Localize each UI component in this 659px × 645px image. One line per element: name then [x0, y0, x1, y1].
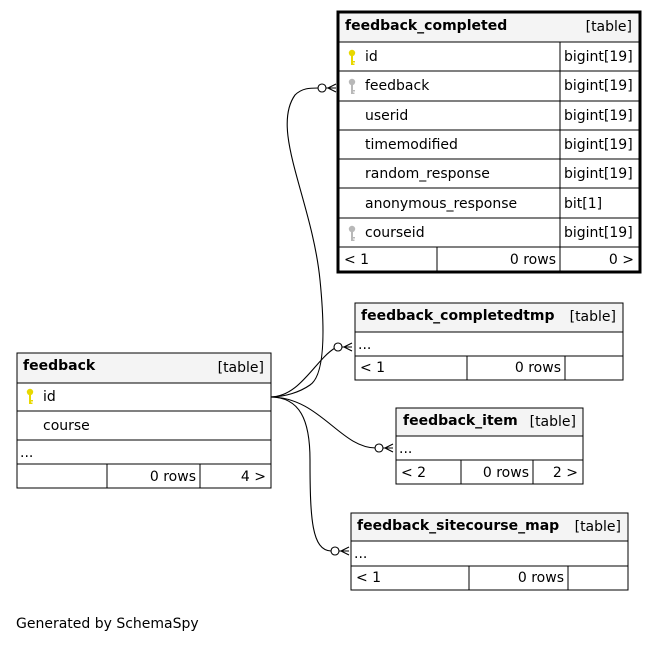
table-type-label: [table]: [530, 414, 576, 430]
table-header: [17, 353, 271, 383]
column-type: bit[1]: [564, 196, 602, 212]
generated-by-footer: Generated by SchemaSpy: [16, 616, 199, 632]
children-count: 0 >: [609, 252, 634, 268]
column-name: random_response: [365, 166, 490, 182]
column-name: courseid: [365, 225, 425, 241]
parents-count: < 1: [344, 252, 369, 268]
row-count: 0 rows: [515, 360, 561, 376]
relationships: [269, 83, 394, 556]
columns-ellipsis: ...: [358, 337, 371, 353]
children-count: 2 >: [553, 465, 578, 481]
parents-count: < 2: [401, 465, 426, 481]
table-header: [396, 408, 583, 436]
relation-feedback-to-feedback-completed[interactable]: [269, 83, 337, 398]
children-count: 4 >: [241, 469, 266, 485]
row-count: 0 rows: [483, 465, 529, 481]
table-type-label: [table]: [575, 519, 621, 535]
table-header: [355, 303, 623, 332]
table-feedback[interactable]: feedback [table] id course ... 0 rows 4 …: [16, 352, 272, 489]
table-type-label: [table]: [570, 309, 616, 325]
column-type: bigint[19]: [564, 225, 633, 241]
columns-ellipsis: ...: [354, 546, 367, 562]
parents-count: < 1: [360, 360, 385, 376]
column-name: course: [43, 418, 90, 434]
table-title: feedback_sitecourse_map: [357, 518, 559, 534]
columns-ellipsis: ...: [20, 445, 33, 461]
column-name: feedback: [365, 78, 430, 94]
relation-feedback-to-feedback-sitecourse-map[interactable]: [269, 396, 350, 556]
column-name: anonymous_response: [365, 196, 517, 212]
table-feedback-completedtmp[interactable]: feedback_completedtmp [table] ... < 1 0 …: [354, 302, 624, 381]
columns-ellipsis: ...: [399, 441, 412, 457]
table-title: feedback_completedtmp: [361, 308, 555, 324]
column-type: bigint[19]: [564, 49, 633, 65]
column-type: bigint[19]: [564, 78, 633, 94]
table-type-label: [table]: [218, 360, 264, 376]
table-feedback-item[interactable]: feedback_item [table] ... < 2 0 rows 2 >: [395, 407, 584, 485]
table-header: [339, 13, 639, 42]
column-name: userid: [365, 108, 408, 124]
relation-feedback-to-feedback-completedtmp[interactable]: [269, 342, 353, 398]
column-name: id: [365, 49, 378, 65]
table-feedback-completed[interactable]: feedback_completed [table] id bigint[19]…: [336, 10, 642, 274]
table-title: feedback: [23, 358, 96, 374]
table-type-label: [table]: [586, 19, 632, 35]
row-count: 0 rows: [518, 570, 564, 586]
table-title: feedback_item: [403, 413, 518, 429]
column-type: bigint[19]: [564, 166, 633, 182]
table-title: feedback_completed: [345, 18, 507, 34]
column-type: bigint[19]: [564, 137, 633, 153]
relation-feedback-to-feedback-item[interactable]: [269, 396, 394, 453]
row-count: 0 rows: [150, 469, 196, 485]
table-feedback-sitecourse-map[interactable]: feedback_sitecourse_map [table] ... < 1 …: [350, 512, 629, 591]
parents-count: < 1: [356, 570, 381, 586]
column-name: id: [43, 389, 56, 405]
table-header: [351, 513, 628, 541]
column-name: timemodified: [365, 137, 458, 153]
column-type: bigint[19]: [564, 108, 633, 124]
row-count: 0 rows: [510, 252, 556, 268]
